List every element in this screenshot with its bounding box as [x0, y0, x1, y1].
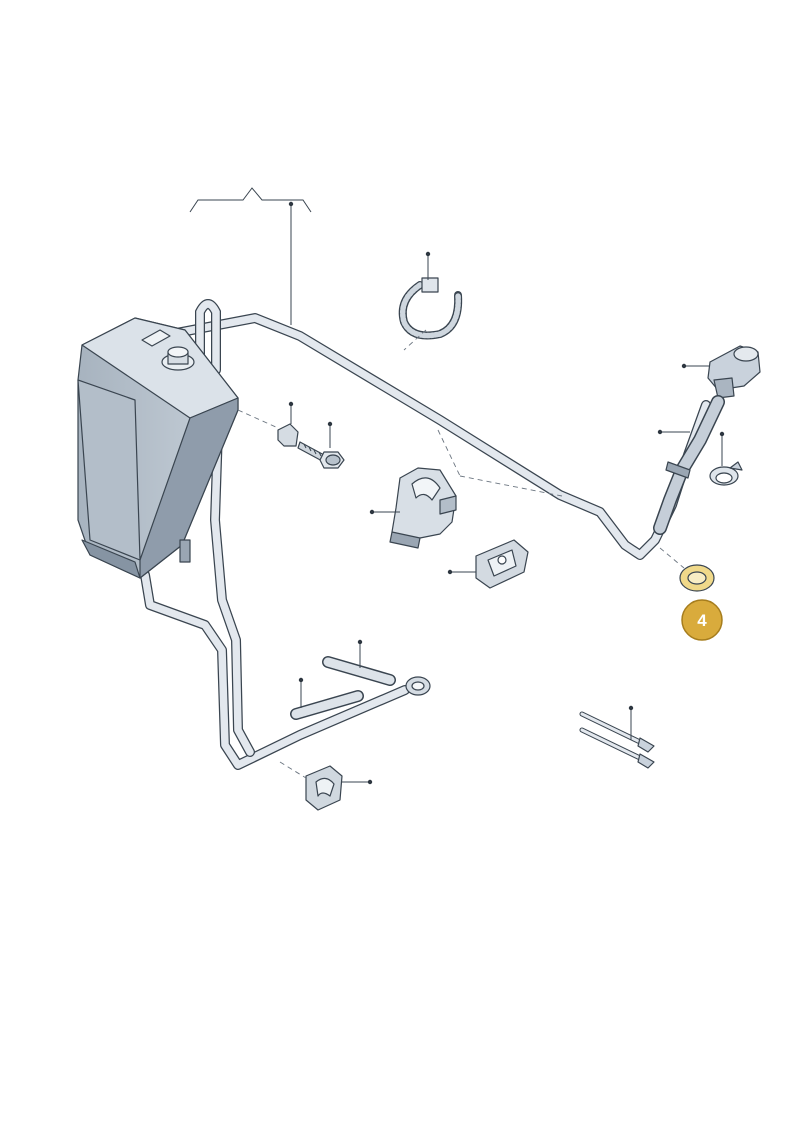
- solenoid-valve[interactable]: [681, 345, 761, 399]
- hose-clamp-band[interactable]: [398, 251, 463, 340]
- vent-line-lower[interactable]: [140, 425, 410, 770]
- pipe-clip-channel[interactable]: [447, 539, 529, 589]
- hose-section-a[interactable]: [322, 639, 396, 686]
- assembly-guide-lines: [237, 329, 563, 497]
- connecting-hose[interactable]: [653, 395, 725, 535]
- hose-section-b[interactable]: [290, 677, 364, 720]
- pipe-connector[interactable]: [405, 676, 431, 696]
- callout-badge-4[interactable]: 4: [681, 599, 723, 641]
- charcoal-canister[interactable]: [77, 317, 239, 579]
- grommet[interactable]: [659, 547, 715, 592]
- retaining-clip[interactable]: [277, 401, 299, 447]
- callout-label: 4: [697, 611, 707, 630]
- assembly-bracket: [189, 187, 312, 325]
- vent-line-loop[interactable]: [195, 299, 221, 375]
- spring-clamp[interactable]: [709, 431, 743, 486]
- lower-pipe-bracket[interactable]: [279, 761, 373, 811]
- cable-ties[interactable]: [579, 705, 655, 769]
- pipe-holder-bracket[interactable]: [369, 467, 457, 549]
- mounting-screw[interactable]: [297, 421, 345, 469]
